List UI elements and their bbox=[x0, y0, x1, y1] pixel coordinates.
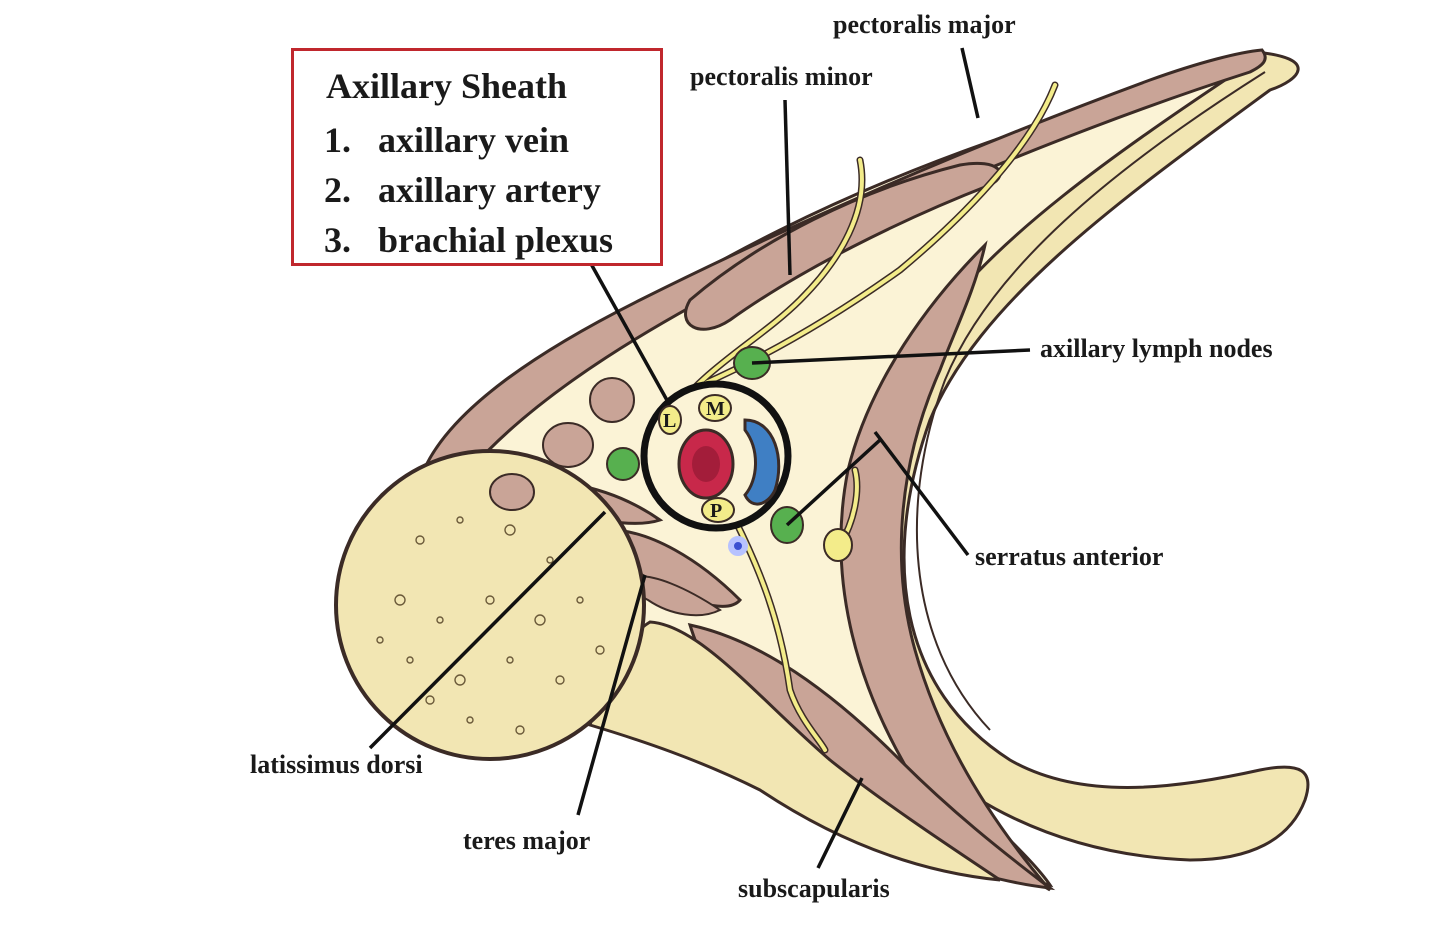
scapula-bone bbox=[588, 620, 1001, 882]
nerve-nodule bbox=[823, 528, 853, 562]
legend-text: axillary artery bbox=[378, 170, 601, 210]
pectoralis-major-muscle bbox=[418, 48, 1267, 491]
legend-item-vein: 1. axillary vein bbox=[324, 119, 569, 161]
lymph-node-left bbox=[606, 447, 640, 481]
highlight-dot bbox=[728, 536, 748, 556]
medial-cord bbox=[698, 394, 732, 422]
muscle-oval-3 bbox=[589, 377, 635, 423]
legend-title: Axillary Sheath bbox=[326, 66, 568, 106]
label-serratus-anterior: serratus anterior bbox=[975, 542, 1164, 571]
label-teres-major: teres major bbox=[463, 826, 591, 855]
leader-lines bbox=[368, 47, 1031, 869]
axillary-vein bbox=[743, 418, 781, 506]
humerus-trabecular-texture bbox=[376, 516, 605, 735]
axillary-artery-lumen bbox=[692, 446, 720, 482]
lateral-cord bbox=[658, 405, 682, 435]
humerus-head bbox=[334, 449, 646, 761]
rib-inner-line bbox=[915, 71, 1266, 731]
legend-text: axillary vein bbox=[378, 120, 569, 160]
legend-item-plexus: 3. brachial plexus bbox=[324, 219, 613, 261]
label-pectoralis-major: pectoralis major bbox=[833, 10, 1016, 39]
legend-num: 2. bbox=[324, 170, 351, 210]
legend-num: 3. bbox=[324, 220, 351, 260]
muscle-oval-1 bbox=[489, 473, 535, 511]
axillary-sheath-legend: Axillary Sheath 1. axillary vein 2. axilla… bbox=[291, 48, 663, 266]
cord-mark-posterior: P bbox=[710, 500, 722, 522]
label-subscapularis: subscapularis bbox=[738, 874, 890, 903]
label-latissimus-dorsi: latissimus dorsi bbox=[250, 750, 423, 779]
legend-item-artery: 2. axillary artery bbox=[324, 169, 601, 211]
legend-text: brachial plexus bbox=[378, 220, 614, 260]
cord-mark-medial: M bbox=[706, 398, 725, 420]
legend-num: 1. bbox=[324, 120, 351, 160]
muscle-oval-2 bbox=[542, 422, 594, 468]
cord-mark-lateral: L bbox=[663, 410, 676, 432]
label-axillary-lymph-nodes: axillary lymph nodes bbox=[1040, 334, 1273, 363]
label-pectoralis-minor: pectoralis minor bbox=[690, 62, 873, 91]
posterior-cord bbox=[701, 497, 735, 523]
